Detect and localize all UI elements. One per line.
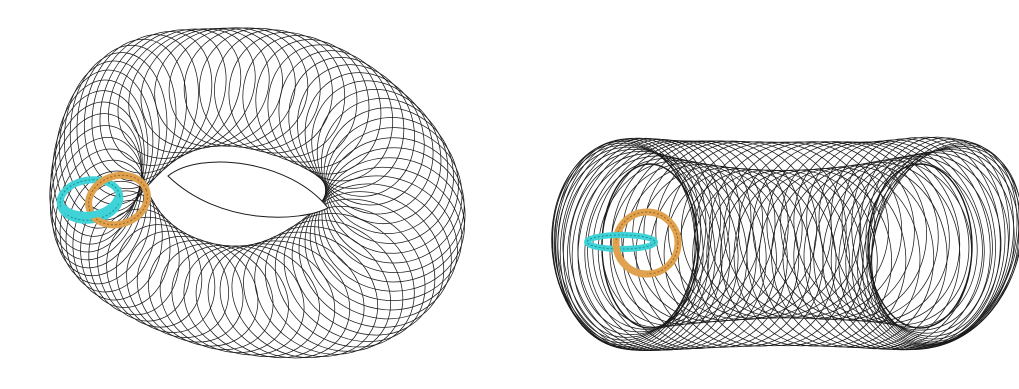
torus-hole <box>168 162 328 217</box>
wire-loop <box>116 215 265 364</box>
wire-loop <box>41 95 152 250</box>
wire-loop <box>627 125 834 337</box>
wire-loop <box>209 213 386 382</box>
wire-loop <box>723 113 956 349</box>
wire-loop <box>665 138 850 322</box>
right-torus-panel <box>540 112 1019 373</box>
left-torus-panel <box>37 3 479 382</box>
wire-loop <box>220 207 402 382</box>
left-torus-wireframe <box>37 3 479 382</box>
wire-loop <box>97 207 234 351</box>
right-linked-rings <box>587 212 678 274</box>
wire-loop <box>314 127 475 283</box>
wire-loop <box>597 118 813 346</box>
right-torus-wireframe <box>540 112 1019 373</box>
right-end-opening <box>868 164 972 328</box>
wire-loop <box>152 10 312 164</box>
wire-loop <box>289 153 479 333</box>
wire-loop <box>823 124 1019 373</box>
wire-loop <box>598 151 789 359</box>
wire-loop <box>763 113 991 352</box>
wire-loop <box>695 159 876 356</box>
